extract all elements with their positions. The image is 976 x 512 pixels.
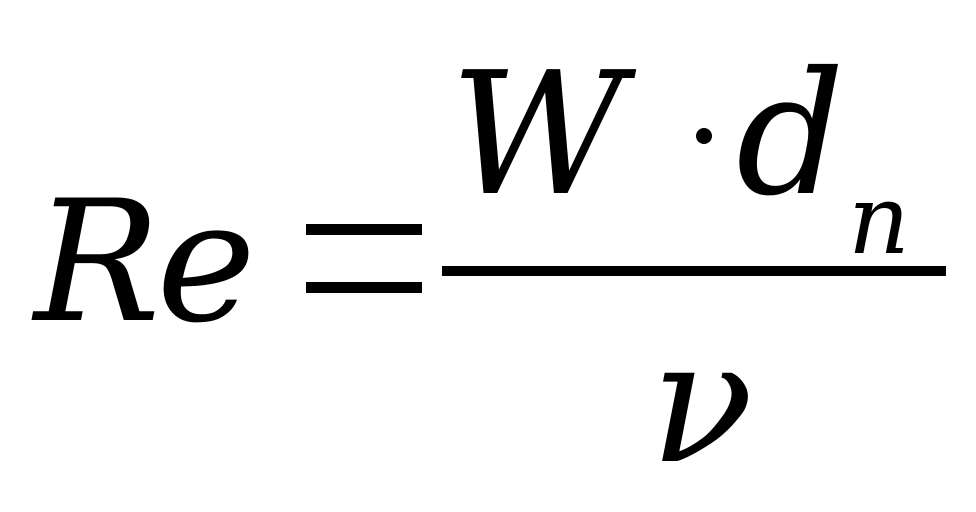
velocity-symbol: W — [450, 36, 625, 234]
equals-top-bar — [306, 224, 422, 235]
multiplication-dot — [696, 128, 712, 144]
reynolds-symbol: Re — [34, 164, 256, 360]
fraction-bar — [442, 266, 946, 276]
diameter-symbol: d — [736, 36, 845, 234]
equals-sign — [306, 224, 422, 296]
viscosity-symbol: ν — [650, 304, 754, 502]
diameter-subscript: n — [848, 164, 910, 276]
equals-bottom-bar — [306, 282, 422, 293]
